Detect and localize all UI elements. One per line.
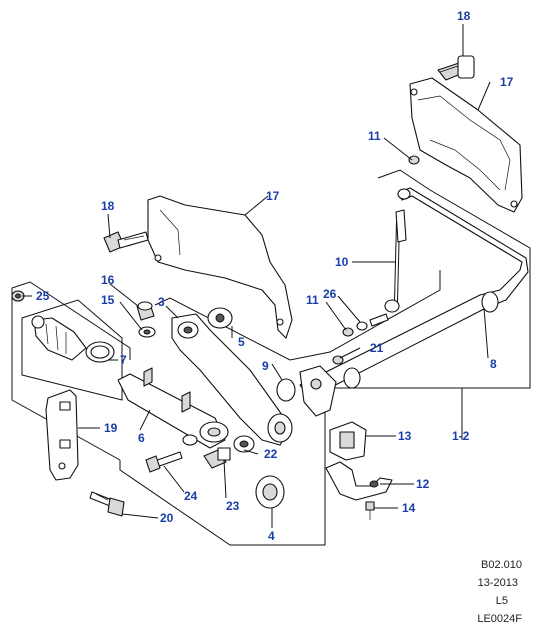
label-12: 12	[416, 477, 430, 491]
footer-code: LE0024F	[477, 613, 522, 625]
label-5: 5	[238, 335, 245, 349]
footer-ref: B02.010	[481, 559, 522, 571]
washer-22	[233, 435, 255, 453]
part-labels: 18 17 11 17 18 10 16 25 26 15 3 11 5 21 …	[36, 9, 514, 543]
leader-lines	[22, 24, 491, 528]
boot-kit-7	[31, 315, 115, 363]
bush-4	[255, 475, 285, 509]
bolt-20	[89, 491, 125, 517]
label-4: 4	[268, 529, 275, 543]
washer-26	[356, 313, 389, 331]
bolt-top	[437, 55, 475, 81]
label-17-left: 17	[266, 189, 280, 203]
label-1-2: 1-2	[452, 429, 470, 443]
bush-13	[329, 421, 367, 461]
label-6: 6	[138, 431, 145, 445]
label-15: 15	[101, 293, 115, 307]
label-17-right: 17	[500, 75, 514, 89]
bolt-24	[145, 451, 183, 473]
label-7: 7	[120, 353, 127, 367]
label-21: 21	[370, 341, 384, 355]
nut-11-lower	[342, 327, 354, 337]
label-10: 10	[335, 255, 349, 269]
bolt-left	[103, 231, 149, 253]
heat-shield-left	[147, 195, 293, 339]
heat-shield-right	[409, 77, 523, 213]
bush-5	[207, 307, 233, 329]
assembly-frame-lines	[11, 169, 531, 546]
nut-11-top	[408, 155, 420, 165]
nut-16	[136, 301, 155, 321]
label-14: 14	[402, 501, 416, 515]
label-19: 19	[104, 421, 118, 435]
label-26: 26	[323, 287, 337, 301]
label-11-top: 11	[368, 129, 381, 143]
clamp-12	[325, 461, 393, 501]
nut-23	[203, 447, 231, 469]
label-9: 9	[262, 359, 269, 373]
label-16: 16	[101, 273, 115, 287]
drop-link-10	[384, 209, 407, 313]
label-20: 20	[160, 511, 174, 525]
footer-date: 13-2013	[478, 577, 518, 589]
label-23: 23	[226, 499, 240, 513]
bush-9	[276, 365, 337, 417]
washer-15	[138, 326, 156, 338]
label-25: 25	[36, 289, 50, 303]
link-assembly-6	[117, 367, 229, 449]
bolt-14	[365, 501, 375, 520]
bracket-19	[45, 389, 79, 481]
arm-3	[171, 313, 293, 446]
label-22: 22	[264, 447, 278, 461]
label-24: 24	[184, 489, 198, 503]
label-18-left: 18	[101, 199, 115, 213]
label-11-lower: 11	[306, 293, 319, 307]
label-18-top: 18	[457, 9, 471, 23]
label-3: 3	[158, 295, 165, 309]
diagram-footer: B02.010 13-2013 L5 LE0024F	[477, 559, 522, 625]
label-8: 8	[490, 357, 497, 371]
footer-level: L5	[496, 595, 508, 607]
label-13: 13	[398, 429, 412, 443]
